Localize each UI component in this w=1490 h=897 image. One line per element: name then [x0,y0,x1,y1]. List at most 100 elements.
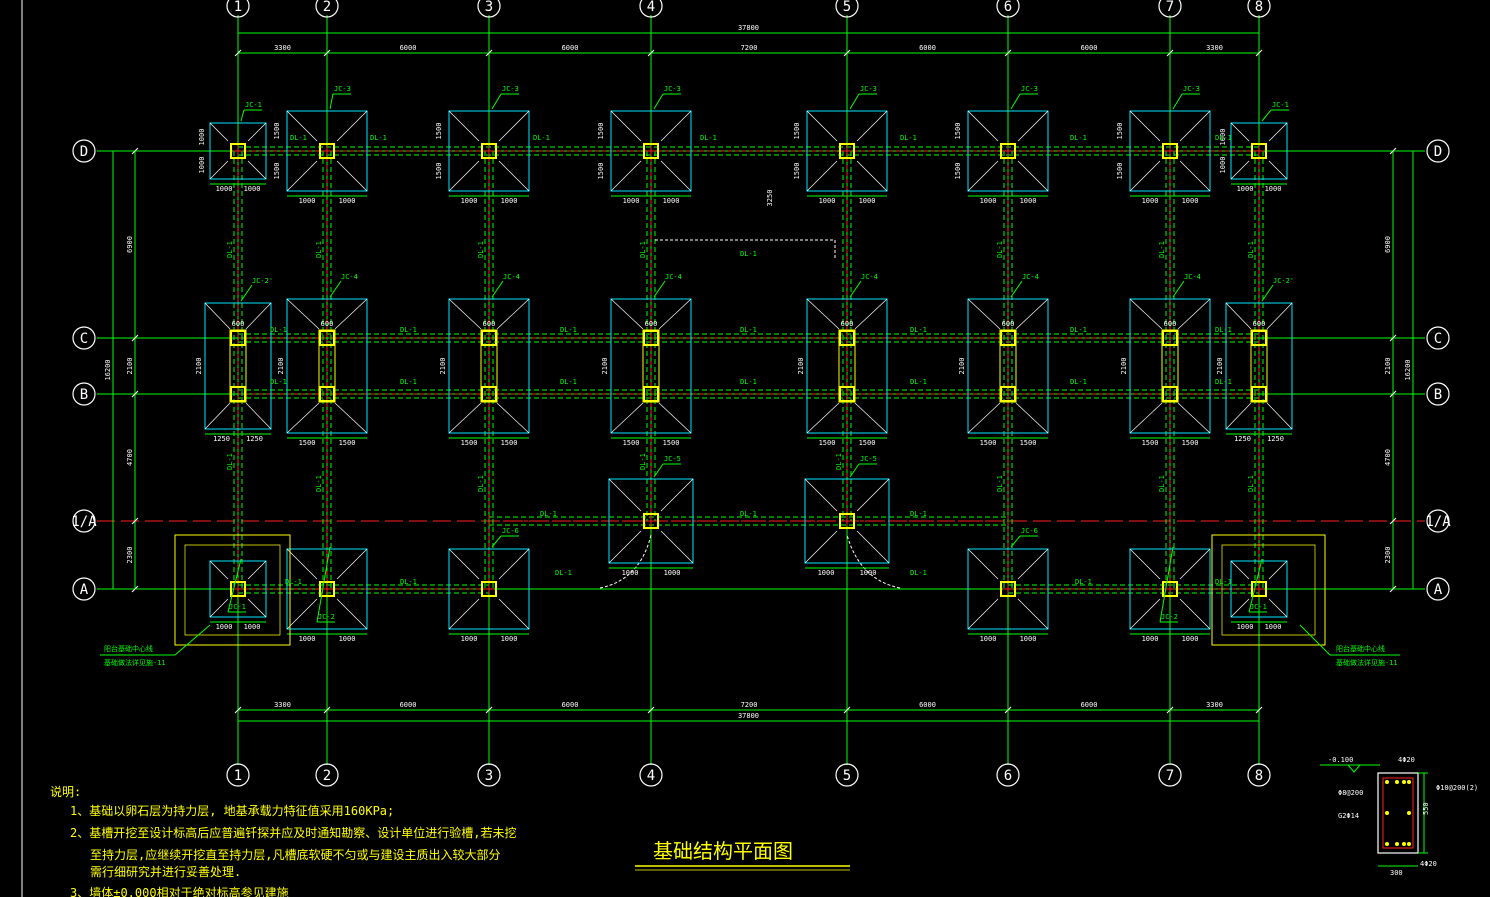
footing-BC-col-top [1251,330,1267,346]
footing-D1-diag [247,160,267,180]
footing-diag [334,402,368,434]
footing-diag [1225,402,1252,430]
beam-vlabel-13: DL-1 [1158,475,1166,492]
axis-bubble-right-A [1426,577,1450,601]
footing-diag [1225,302,1252,330]
beam-vlabel-1: DL-1 [315,241,323,258]
footing-diag [245,402,272,430]
footing-1A5-leader [849,463,860,478]
footing-A1-dim-left: 1000 [216,623,233,631]
footing-A3-diag [498,598,530,630]
axis-label-bottom-2: 2 [323,768,331,784]
drawing-title: 基础结构平面图 [635,839,850,871]
dim-tick [1255,49,1263,57]
footing-diag [496,298,530,330]
axis-label-bottom-7: 7 [1166,768,1174,784]
dim-tick [647,49,655,57]
axis-bubble-left-C [72,326,96,350]
footing-D5-diag [856,160,888,192]
beam-label-18: DL-1 [910,378,927,386]
footing-BC-dim-vert: 2100 [958,358,966,375]
footing-1A5-dim-left: 1000 [818,569,835,577]
footing-D7-dim-right: 1000 [1182,197,1199,205]
dim-vtick [1389,517,1397,525]
footing-diag [1129,298,1163,330]
footing-A8-diag [1268,598,1288,618]
footing-D4-dim-right: 1000 [663,197,680,205]
footing-D6-dim-right: 1000 [1020,197,1037,205]
footing-D4-diag [660,110,692,142]
footing-A2-leader [316,546,331,623]
dim-total-text-bottom: 37800 [738,712,759,720]
footing-D4-diag [610,110,642,142]
footing-D8-label: JC-1 [1272,101,1289,109]
dim-vtick [131,517,139,525]
beam-curve-right [846,534,901,589]
footing-diag [854,298,888,330]
axis-bubble-bottom-4 [639,763,663,787]
dim-span-text-bottom-5: 6000 [1081,701,1098,709]
footing-diag [610,298,644,330]
footing-A1-diag [247,560,267,580]
footing-D8-diag [1268,160,1288,180]
footing-D-vdim-top: 1500 [435,123,443,140]
footing-diag [448,298,482,330]
footing-A2-dim-left: 1000 [299,635,316,643]
footing-BC-dim-600: 600 [232,320,245,328]
footing-diag [658,298,692,330]
footing-D6-leader [1010,93,1021,110]
dim-vspan-text-right-0: 6900 [1384,236,1392,253]
footing-D3-label: JC-3 [502,85,519,93]
footing-A3-leader [491,535,502,548]
footing-BC-dim-right: 1500 [663,439,680,447]
dim-tick [1255,706,1263,714]
footing-D4-label: JC-3 [664,85,681,93]
footing-D8-diag [1230,122,1250,142]
footing-diag [1266,302,1293,330]
footing-A7-dim-left: 1000 [1142,635,1159,643]
footing-D5-diag [806,160,838,192]
footing-BC-dim-right: 1500 [501,439,518,447]
footing-BC1-outline [204,302,272,430]
beam-label-9: DL-1 [560,326,577,334]
footing-1A4-diag [608,478,642,512]
footing-1A4-label: JC-5 [664,455,681,463]
footing-A8-outline [1230,560,1288,618]
footing-BC-col-top [1162,330,1178,346]
beam-label-6: DL-1 [1215,134,1232,142]
axis-bubble-bottom-7 [1158,763,1182,787]
footing-BC1-label: JC-2' [252,277,273,285]
beam-label-12: DL-1 [1070,326,1087,334]
left-balcony-note: 阳台基础中心线 基础做法详见施-11 [100,624,211,667]
dim-tick [234,49,242,57]
axis-bubble-top-8 [1247,0,1271,18]
footing-BC7-label: JC-4 [1184,273,1201,281]
dim-total-text-top: 37800 [738,24,759,32]
footing-A8-dim-right: 1000 [1265,623,1282,631]
right-balcony-note: 阳台基础中心线 基础做法详见施-11 [1299,624,1400,667]
footing-D3-dim-right: 1000 [501,197,518,205]
dim-tick [843,49,851,57]
footing-1A5-outline [804,478,890,564]
beam-label-13: DL-1 [1215,326,1232,334]
dim-vspan-text-left-3: 2300 [126,547,134,564]
footing-A6-dim-left: 1000 [980,635,997,643]
beam-label-22: DL-1 [740,510,757,518]
footing-BC-dim-vert: 2100 [277,358,285,375]
footing-A2-dim-right: 1000 [339,635,356,643]
beam-label-3: DL-1 [700,134,717,142]
beam-label-15: DL-1 [400,378,417,386]
footing-D-vdim-top: 1500 [597,123,605,140]
dim-span-text-bottom-4: 6000 [919,701,936,709]
beam-label-7: DL-1 [270,326,287,334]
axis-label-top-8: 8 [1255,0,1263,15]
footing-diag [1177,402,1211,434]
footing-BC-dim-left: 1500 [623,439,640,447]
footing-1A4-diag [660,530,694,564]
footing-1A5-diag [804,478,838,512]
